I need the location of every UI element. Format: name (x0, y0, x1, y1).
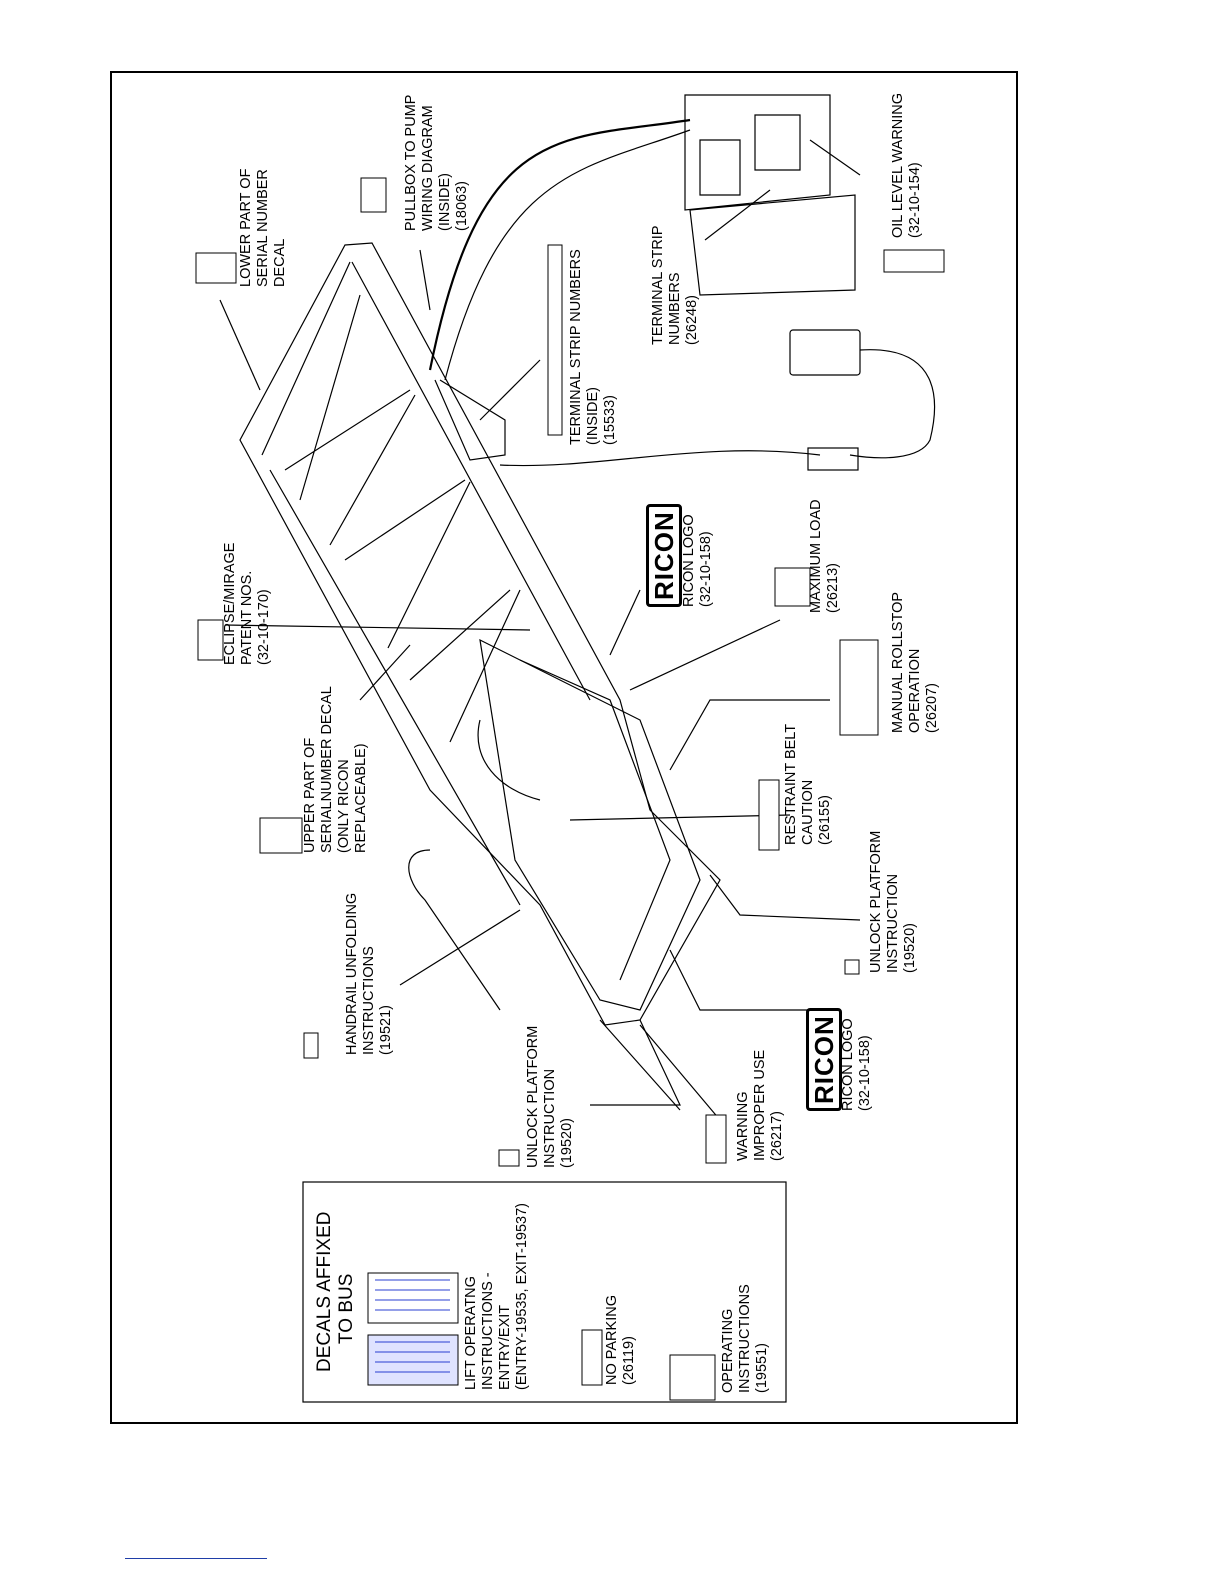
label-ricon-logo-top: RICON LOGO(32-10-158) (681, 514, 714, 607)
footer-link-underline[interactable] (125, 1558, 267, 1559)
label-ricon-logo-bottom: RICON LOGO(32-10-158) (840, 1018, 873, 1111)
decals-box (302, 1181, 787, 1403)
label-maximum-load: MAXIMUM LOAD(26213) (808, 499, 841, 613)
label-oil-level: OIL LEVEL WARNING(32-10-154) (890, 92, 923, 238)
label-terminal-strip-inside: TERMINAL STRIP NUMBERS(INSIDE)(15533) (568, 249, 618, 445)
ricon-logo-bottom: RICON (806, 1008, 842, 1111)
label-no-parking: NO PARKING(26119) (604, 1295, 637, 1385)
ricon-logo-top: RICON (646, 504, 682, 607)
diagram-frame (110, 71, 1018, 1424)
